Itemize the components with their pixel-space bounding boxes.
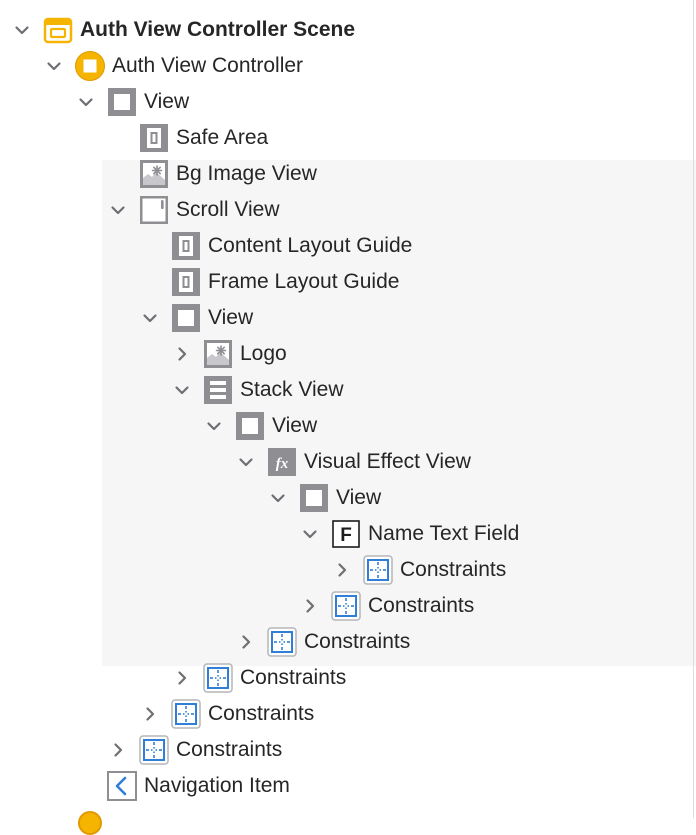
outline-row-label: Constraints xyxy=(368,594,475,617)
svg-text:F: F xyxy=(340,525,352,546)
outline-row-label: Auth View Controller Scene xyxy=(80,18,355,41)
disclosure-expanded-icon[interactable] xyxy=(270,490,286,506)
outline-row[interactable]: Constraints xyxy=(0,552,692,588)
view-icon xyxy=(106,86,138,118)
outline-row-label: Constraints xyxy=(304,630,411,653)
outline-row[interactable]: Safe Area xyxy=(0,120,692,156)
outline-row[interactable]: View xyxy=(0,300,692,336)
outline-row-label: Safe Area xyxy=(176,126,269,149)
outline-row-label: Constraints xyxy=(400,558,507,581)
disclosure-collapsed-icon[interactable] xyxy=(174,346,190,362)
disclosure-collapsed-icon[interactable] xyxy=(302,598,318,614)
outline-row[interactable]: Logo xyxy=(0,336,692,372)
constraints-icon xyxy=(362,554,394,586)
disclosure-collapsed-icon[interactable] xyxy=(142,706,158,722)
image-view-icon xyxy=(138,158,170,190)
outline-row[interactable]: Auth View Controller Scene xyxy=(0,12,692,48)
disclosure-expanded-icon[interactable] xyxy=(142,310,158,326)
text-field-icon: F xyxy=(330,518,362,550)
outline-row[interactable]: Navigation Item xyxy=(0,768,692,804)
constraints-icon xyxy=(266,626,298,658)
disclosure-expanded-icon[interactable] xyxy=(46,58,62,74)
visual-effect-icon: fx xyxy=(266,446,298,478)
disclosure-collapsed-icon[interactable] xyxy=(238,634,254,650)
disclosure-expanded-icon[interactable] xyxy=(302,526,318,542)
view-icon xyxy=(170,302,202,334)
outline-row-label: Logo xyxy=(240,342,287,365)
disclosure-expanded-icon[interactable] xyxy=(238,454,254,470)
outline-row-label: Bg Image View xyxy=(176,162,317,185)
outline-row[interactable]: Content Layout Guide xyxy=(0,228,692,264)
outline-row[interactable]: Constraints xyxy=(0,588,692,624)
outline-row-label: View xyxy=(272,414,318,437)
panel-divider xyxy=(693,0,694,818)
scene-icon xyxy=(42,14,74,46)
outline-row-label: View xyxy=(208,306,254,329)
disclosure-expanded-icon[interactable] xyxy=(78,94,94,110)
layout-guide-icon xyxy=(170,266,202,298)
disclosure-expanded-icon[interactable] xyxy=(14,22,30,38)
outline-row[interactable]: Auth View Controller xyxy=(0,48,692,84)
stack-view-icon xyxy=(202,374,234,406)
outline-row[interactable]: fx Visual Effect View xyxy=(0,444,692,480)
outline-row-label: View xyxy=(336,486,382,509)
constraints-icon xyxy=(170,698,202,730)
outline-row[interactable]: Constraints xyxy=(0,660,692,696)
outline-row-label: Name Text Field xyxy=(368,522,520,545)
outline-row[interactable]: View xyxy=(0,84,692,120)
outline-row-label: Constraints xyxy=(176,738,283,761)
outline-row[interactable]: Stack View xyxy=(0,372,692,408)
view-icon xyxy=(298,482,330,514)
outline-row[interactable]: F Name Text Field xyxy=(0,516,692,552)
outline-row[interactable]: View xyxy=(0,408,692,444)
outline-row-label: Auth View Controller xyxy=(112,54,304,77)
view-controller-icon xyxy=(74,50,106,82)
outline-row-label: Constraints xyxy=(208,702,315,725)
constraints-icon xyxy=(202,662,234,694)
svg-text:fx: fx xyxy=(276,456,289,472)
disclosure-collapsed-icon[interactable] xyxy=(110,742,126,758)
image-view-icon xyxy=(202,338,234,370)
outline-row-label: Content Layout Guide xyxy=(208,234,413,257)
outline-row-label: Stack View xyxy=(240,378,344,401)
layout-guide-icon xyxy=(138,122,170,154)
outline-row-label: Visual Effect View xyxy=(304,450,471,473)
outline-row[interactable]: Constraints xyxy=(0,696,692,732)
navigation-item-icon xyxy=(106,770,138,802)
outline-row[interactable]: Bg Image View xyxy=(0,156,692,192)
layout-guide-icon xyxy=(170,230,202,262)
view-icon xyxy=(234,410,266,442)
outline-row[interactable]: View xyxy=(0,480,692,516)
outline-row[interactable]: Scroll View xyxy=(0,192,692,228)
outline-row-label: Constraints xyxy=(240,666,347,689)
scroll-view-icon xyxy=(138,194,170,226)
disclosure-expanded-icon[interactable] xyxy=(206,418,222,434)
outline-row[interactable]: Frame Layout Guide xyxy=(0,264,692,300)
view-controller-icon xyxy=(78,811,102,835)
outline-row[interactable]: Constraints xyxy=(0,732,692,768)
disclosure-expanded-icon[interactable] xyxy=(110,202,126,218)
disclosure-collapsed-icon[interactable] xyxy=(174,670,190,686)
outline-row-label: Scroll View xyxy=(176,198,280,221)
outline-row-label: View xyxy=(144,90,190,113)
disclosure-expanded-icon[interactable] xyxy=(174,382,190,398)
constraints-icon xyxy=(330,590,362,622)
outline-row[interactable]: Constraints xyxy=(0,624,692,660)
outline-row-label: Frame Layout Guide xyxy=(208,270,400,293)
disclosure-collapsed-icon[interactable] xyxy=(334,562,350,578)
constraints-icon xyxy=(138,734,170,766)
outline-row-label: Navigation Item xyxy=(144,774,290,797)
